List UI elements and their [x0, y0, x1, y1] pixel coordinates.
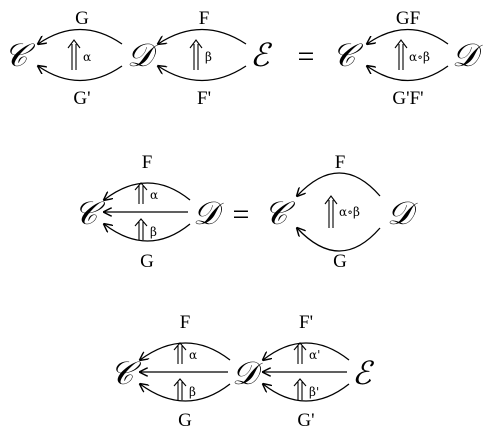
row1-right-2cell: 𝒞 𝒟 GF G'F' α∘β: [332, 8, 483, 109]
cell-beta: β: [205, 50, 212, 64]
row1-mid-2cell: ℰ F F' β: [158, 8, 273, 109]
category-c: 𝒞: [4, 36, 36, 74]
double-arrow-icon: [293, 378, 307, 400]
double-arrow-icon: [324, 195, 338, 228]
cell-alpha: α: [189, 348, 197, 362]
label-f: F: [335, 152, 346, 173]
equals-sign: =: [233, 198, 250, 231]
label-f-prime: F': [299, 312, 313, 333]
label-g-prime: G': [297, 410, 314, 431]
double-arrow-icon: [394, 39, 408, 70]
category-d: 𝒟: [452, 36, 483, 74]
label-g: G: [178, 410, 192, 431]
arrow-g: [297, 228, 381, 252]
row3-left-vertical: 𝒞 𝒟 F G α β: [110, 312, 263, 431]
arrow-g-prime-f-prime: [367, 66, 449, 82]
arrow-f: [158, 28, 247, 45]
category-c: 𝒞: [264, 194, 296, 232]
category-d: 𝒟: [232, 354, 263, 392]
label-g: G: [333, 251, 347, 272]
cell-alpha-beta: α∘β: [409, 50, 430, 64]
category-d: 𝒟: [193, 194, 224, 232]
row3-right-vertical: ℰ F' G' α' β': [263, 312, 375, 431]
category-e: ℰ: [352, 354, 375, 392]
double-arrow-icon: [67, 39, 81, 70]
cell-beta: β: [189, 385, 196, 399]
double-arrow-icon: [134, 182, 148, 204]
arrow-g: [140, 384, 231, 402]
arrow-g: [38, 28, 123, 45]
category-e: ℰ: [250, 36, 273, 74]
label-g: G: [140, 251, 154, 272]
label-g-prime-f-prime: G'F': [392, 88, 423, 109]
category-c: 𝒞: [74, 194, 106, 232]
double-arrow-icon: [134, 218, 148, 240]
arrow-g-prime: [38, 66, 123, 82]
category-d: 𝒟: [127, 36, 158, 74]
cell-alpha: α: [150, 188, 158, 202]
arrow-gf: [367, 28, 449, 45]
row2-left-vertical: 𝒞 𝒟 F G α β: [74, 152, 224, 272]
arrow-f: [297, 172, 381, 196]
arrow-g: [104, 224, 191, 242]
arrow-f-prime: [158, 66, 247, 82]
cell-beta: β: [150, 225, 157, 239]
label-g-prime: G': [73, 88, 90, 109]
category-c: 𝒞: [110, 354, 142, 392]
label-f: F: [142, 152, 153, 173]
category-c: 𝒞: [332, 36, 364, 74]
arrow-f-prime: [263, 342, 350, 360]
double-arrow-icon: [173, 342, 187, 364]
row1-left-2cell: 𝒞 𝒟 G G' α: [4, 8, 158, 109]
equals-sign: =: [298, 40, 315, 73]
double-arrow-icon: [293, 342, 307, 364]
label-f: F: [180, 312, 191, 333]
label-f: F: [199, 8, 210, 29]
label-gf: GF: [396, 8, 420, 29]
arrow-g-prime: [263, 384, 350, 402]
cell-alpha: α: [83, 50, 91, 64]
arrow-f: [140, 342, 231, 360]
label-g: G: [75, 8, 89, 29]
category-d: 𝒟: [387, 194, 418, 232]
arrow-f: [104, 182, 191, 200]
cell-beta-prime: β': [309, 385, 319, 399]
cell-alpha-beta: α∘β: [339, 205, 360, 219]
cell-alpha-prime: α': [309, 348, 320, 362]
double-arrow-icon: [189, 39, 203, 70]
double-arrow-icon: [173, 378, 187, 400]
label-f-prime: F': [197, 88, 211, 109]
row2-right-composite: 𝒞 𝒟 F G α∘β: [264, 152, 418, 272]
